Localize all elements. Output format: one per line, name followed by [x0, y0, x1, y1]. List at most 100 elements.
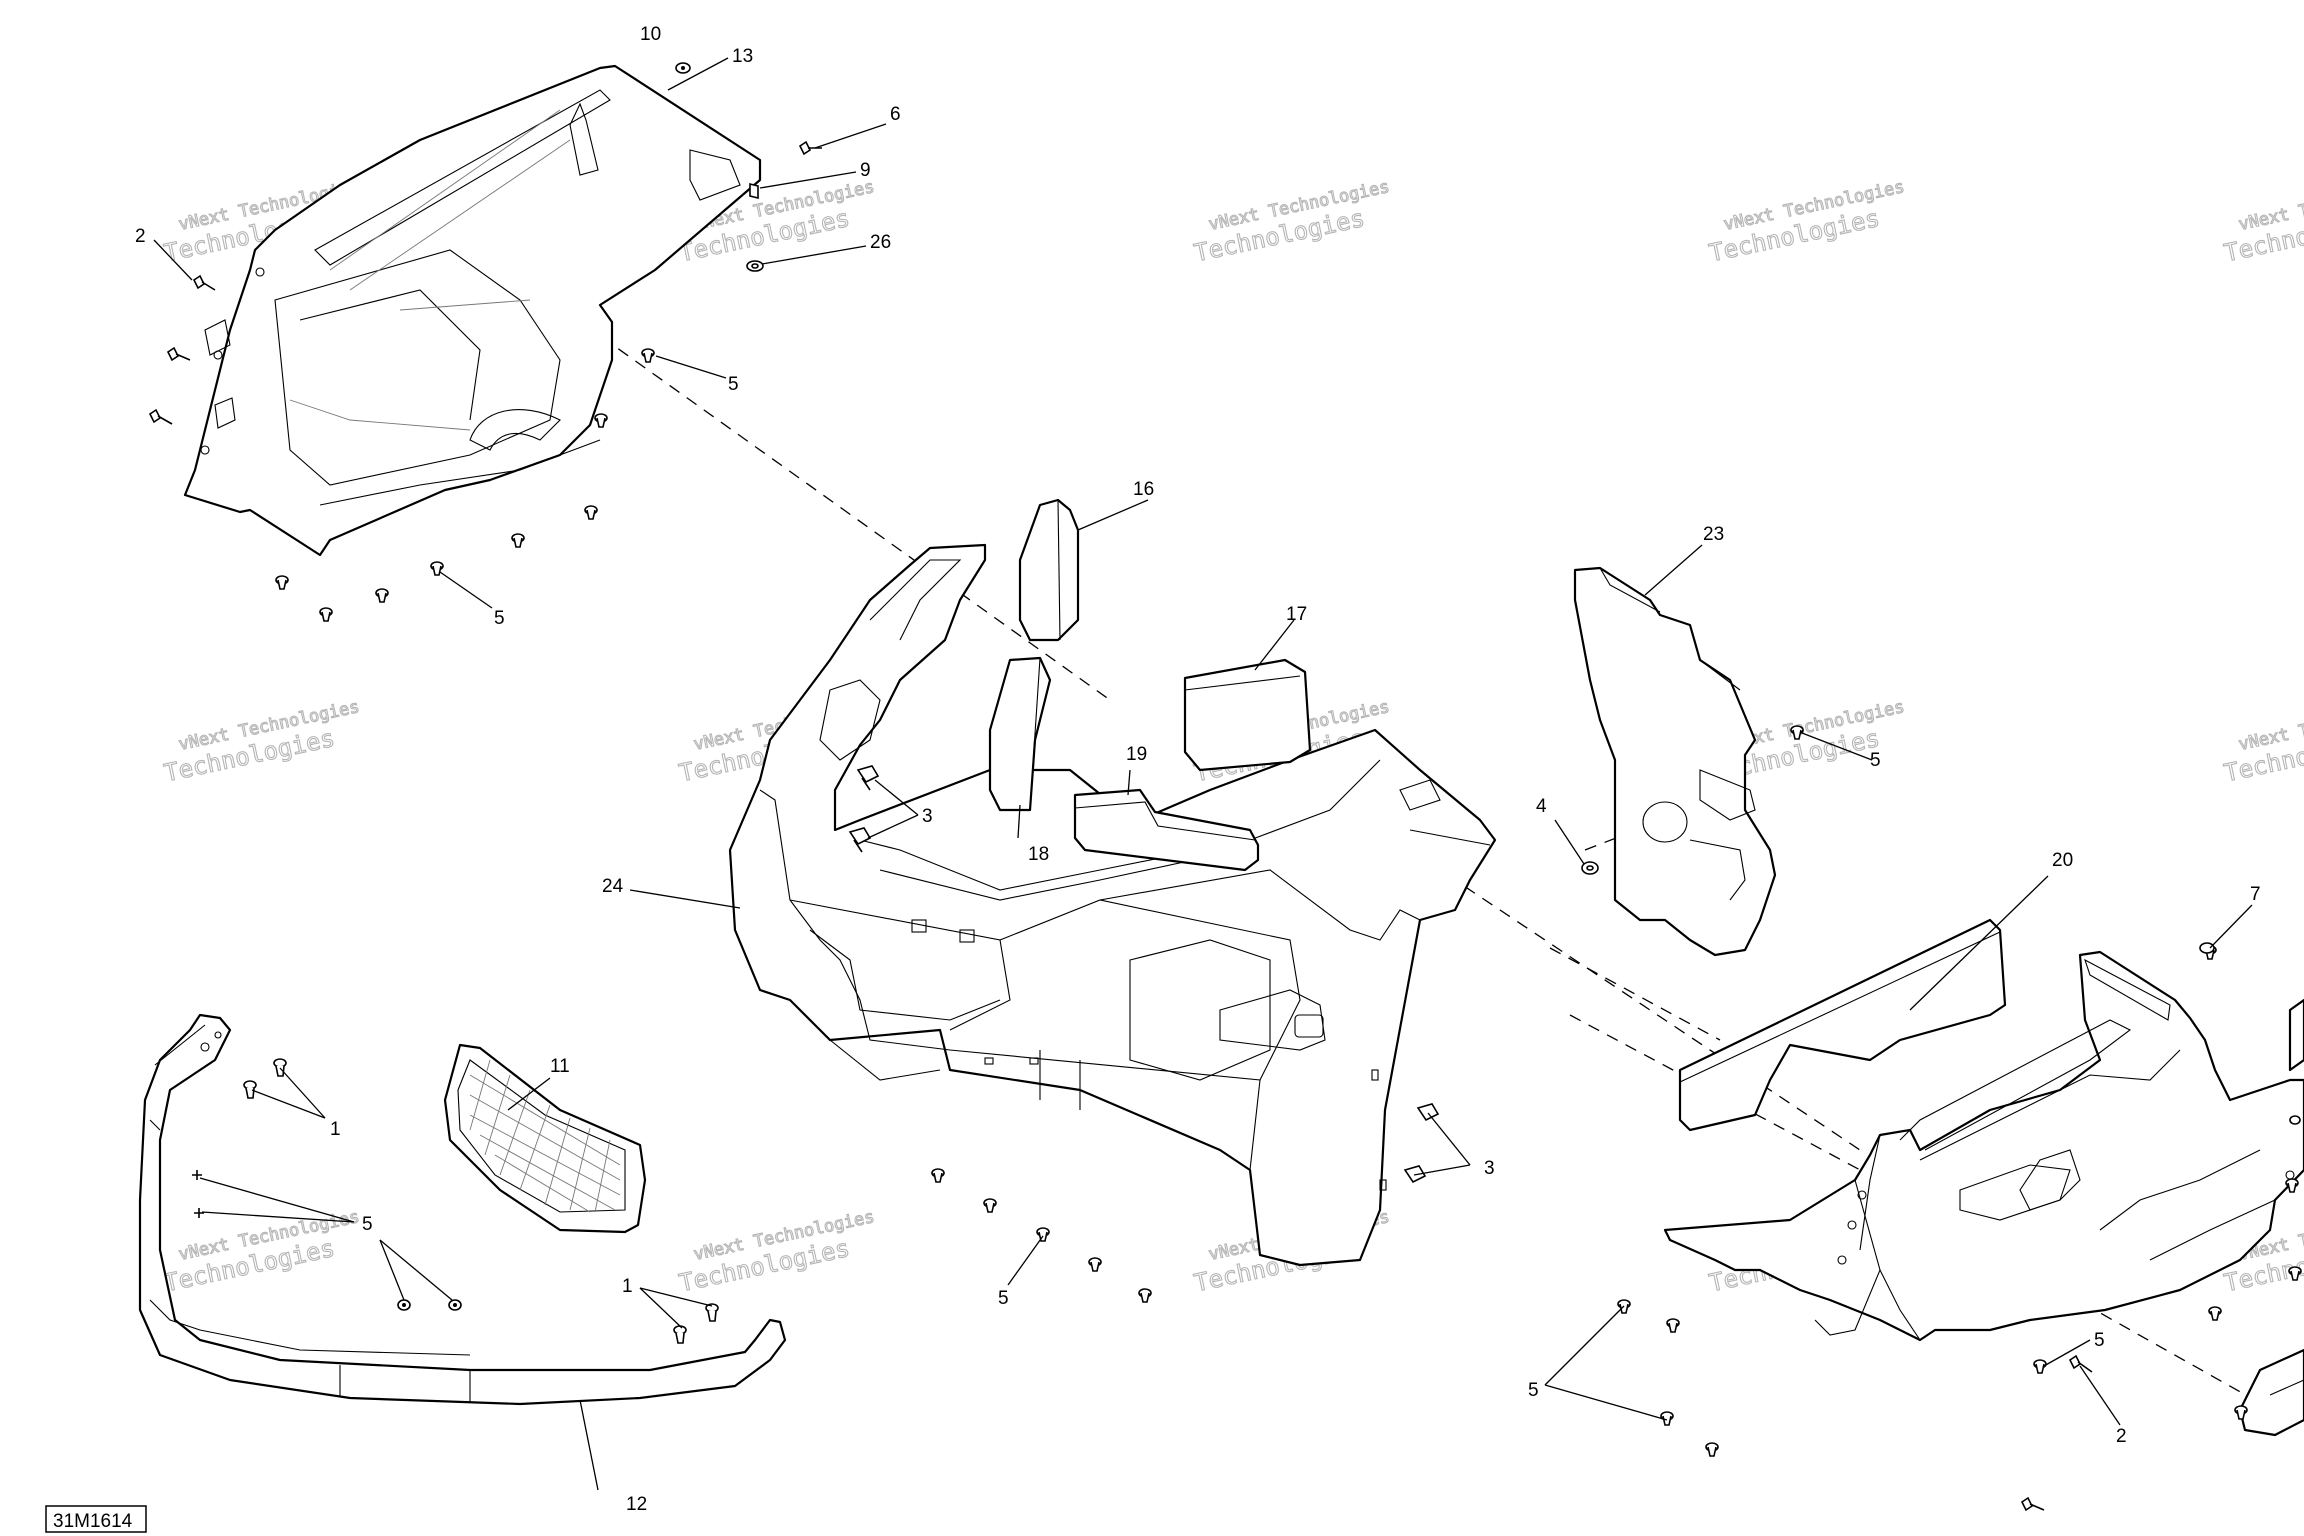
callout-18: 18	[1028, 844, 1049, 865]
part-16-foam-pad	[1018, 498, 1080, 642]
clip-nut-icon	[1416, 1103, 1440, 1122]
fasteners	[148, 62, 2302, 1512]
rivet-icon	[397, 1299, 411, 1311]
callout-1: 1	[622, 1276, 633, 1297]
callout-17: 17	[1286, 604, 1307, 625]
washer-icon	[746, 260, 764, 272]
part-front-fascia	[728, 543, 1497, 1267]
screw-icon	[192, 274, 216, 291]
push-rivet-icon	[983, 1198, 997, 1213]
screw-icon	[2020, 1496, 2045, 1512]
push-rivet-icon	[1666, 1318, 1680, 1333]
push-rivet-icon	[375, 588, 389, 603]
push-rivet-icon	[1138, 1288, 1152, 1303]
part-23-side-shield	[1573, 566, 1777, 957]
callout-20: 20	[2052, 850, 2073, 871]
watermark: vNext Technologies Technologies	[676, 1206, 877, 1297]
screw-icon	[798, 140, 822, 156]
callout-24: 24	[602, 876, 624, 897]
push-rivet-icon	[1036, 1227, 1050, 1242]
push-rivet-icon	[319, 607, 333, 622]
reference-code-box: 31M1614	[45, 1505, 147, 1533]
callout-10: 10	[640, 24, 661, 45]
watermark: vNext Technologies Technologies	[161, 696, 362, 787]
callout-5: 5	[998, 1288, 1009, 1309]
callout-6: 6	[890, 104, 901, 125]
push-rivet-icon	[275, 575, 289, 590]
watermark: vNext Technologies Technologies	[1191, 176, 1392, 267]
callout-labels: 10 13 6 9 2 26 5 5 16 23 17 5 19 3 18 4 …	[135, 24, 2261, 1515]
callout-2: 2	[2116, 1426, 2127, 1447]
part-edge-cutoff	[2238, 998, 2304, 1437]
bolt-icon	[673, 1325, 687, 1344]
part-side-panel-left	[183, 64, 762, 557]
callout-12: 12	[626, 1494, 647, 1515]
clip-nut-icon	[848, 827, 872, 853]
push-rivet-icon	[2289, 1115, 2301, 1125]
callout-5: 5	[1528, 1380, 1539, 1401]
callout-1: 1	[330, 1119, 341, 1140]
push-rivet-icon	[2033, 1359, 2047, 1374]
assembly-line	[1394, 839, 1861, 1151]
callout-5: 5	[2094, 1330, 2105, 1351]
leader-lines	[153, 57, 2253, 1491]
push-rivet-icon	[2285, 1178, 2299, 1193]
callout-13: 13	[732, 46, 753, 67]
callout-16: 16	[1133, 479, 1154, 500]
assembly-line	[1549, 947, 1721, 1041]
push-rivet-icon	[594, 413, 608, 428]
push-rivet-icon	[1088, 1257, 1102, 1272]
push-rivet-icon	[584, 505, 598, 520]
push-rivet-icon	[2234, 1405, 2248, 1420]
callout-23: 23	[1703, 524, 1724, 545]
nut-icon	[1581, 861, 1599, 875]
reference-code: 31M1614	[53, 1511, 133, 1532]
part-17-foam-block	[1183, 658, 1312, 772]
push-rivet-icon	[511, 533, 525, 548]
part-19-foam-block	[1073, 788, 1260, 872]
callout-5: 5	[728, 374, 739, 395]
nut-icon	[675, 62, 691, 74]
assembly-line	[1584, 789, 1741, 851]
callout-11: 11	[550, 1056, 570, 1077]
callout-3: 3	[922, 806, 933, 827]
callout-4: 4	[1536, 796, 1547, 817]
watermark: vNext Technologies Technologies	[2221, 696, 2304, 787]
rivet-icon	[448, 1299, 462, 1311]
push-rivet-icon	[430, 561, 444, 576]
rivet-icon	[192, 1170, 202, 1180]
part-11-grille	[443, 1043, 647, 1234]
push-rivet-icon	[2288, 1266, 2302, 1281]
part-12-bumper-tube	[138, 1013, 787, 1406]
push-rivet-icon	[2208, 1306, 2222, 1321]
push-rivet-icon	[1705, 1442, 1719, 1457]
rivet-icon	[194, 1208, 204, 1218]
part-20-foam-strip	[1678, 918, 2007, 1132]
part-side-panel-right	[1663, 950, 2304, 1342]
push-rivet-icon	[1790, 725, 1804, 740]
screw-icon	[2068, 1354, 2093, 1373]
callout-19: 19	[1126, 744, 1147, 765]
callout-5: 5	[362, 1214, 373, 1235]
callout-5: 5	[1870, 750, 1881, 771]
screw-icon	[148, 408, 173, 425]
push-rivet-icon	[931, 1168, 945, 1183]
clip-nut-icon	[1403, 1165, 1427, 1184]
bolt-icon	[243, 1080, 257, 1099]
watermark: vNext Technologies Technologies	[1706, 176, 1907, 267]
clip-nut-icon	[856, 765, 880, 791]
part-18-foam-pad	[988, 656, 1052, 812]
screw-icon	[166, 346, 191, 362]
callout-9: 9	[860, 160, 871, 181]
callout-2: 2	[135, 226, 146, 247]
clip-icon	[749, 182, 759, 200]
bolt-icon	[705, 1303, 719, 1322]
callout-26: 26	[870, 232, 891, 253]
callout-3: 3	[1484, 1158, 1495, 1179]
bolt-icon	[2199, 942, 2215, 954]
callout-5: 5	[494, 608, 505, 629]
assembly-line	[549, 299, 1111, 701]
watermark: vNext Technologies Technologies	[2221, 176, 2304, 267]
push-rivet-icon	[641, 348, 655, 363]
